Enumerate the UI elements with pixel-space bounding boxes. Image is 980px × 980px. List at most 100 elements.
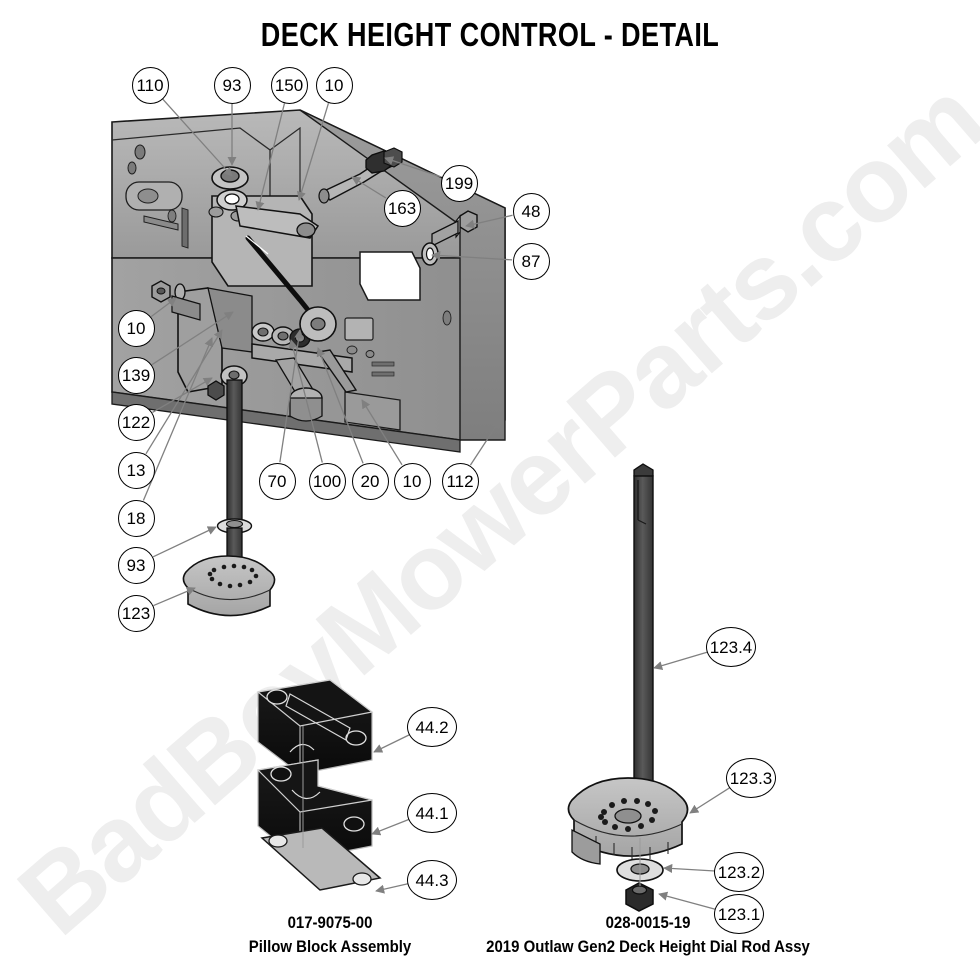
callout-13[interactable]: 13 <box>117 451 155 489</box>
callout-10[interactable]: 10 <box>315 66 353 104</box>
callout-87[interactable]: 87 <box>512 242 550 280</box>
dial-plate-tail <box>571 828 601 865</box>
callout-44-3[interactable]: 44.3 <box>407 860 457 900</box>
callout-44-1[interactable]: 44.1 <box>407 793 457 833</box>
washer-upper-bore <box>224 193 240 205</box>
part-number-pillow-block: 017-9075-00 <box>287 913 373 932</box>
dial-plate-detent-holes <box>207 563 259 589</box>
part-name-dial-rod: 2019 Outlaw Gen2 Deck Height Dial Rod As… <box>486 937 810 956</box>
main-dial-rod-group <box>182 365 276 617</box>
dial-rod-top-bore <box>228 370 240 380</box>
main-chassis-assembly <box>111 109 506 617</box>
bracket-hole <box>208 206 224 218</box>
leader-line-10 <box>150 297 177 318</box>
bolt-head <box>459 210 478 233</box>
dial-nut-bore <box>631 885 648 895</box>
dial-plate-detail-center-bore <box>614 808 642 824</box>
pillow-block-lower-notch <box>291 789 321 800</box>
chassis-hole <box>442 310 452 326</box>
pillow-block-upper-groove <box>285 693 351 741</box>
chassis-hole <box>134 144 146 160</box>
chassis-slot <box>371 371 395 377</box>
bolt-shank <box>431 219 459 248</box>
callout-139[interactable]: 139 <box>117 356 155 394</box>
callout-112[interactable]: 112 <box>441 462 479 500</box>
leader-line-70 <box>279 329 304 463</box>
caption-dial-rod: 028-0015-19 2019 Outlaw Gen2 Deck Height … <box>428 913 868 957</box>
chassis-slot <box>371 361 395 367</box>
dial-rod-assembly <box>567 463 689 912</box>
pillow-block-upper-bore-left <box>266 689 288 705</box>
pillow-block-upper-top <box>256 679 374 727</box>
leader-line-20 <box>316 347 364 464</box>
dial-plate-edge <box>187 587 271 601</box>
diagonal-brace <box>316 349 358 393</box>
pedestal-cylinder <box>289 397 323 422</box>
chassis-pad-hole <box>137 188 159 204</box>
pillow-block-assembly <box>256 679 382 891</box>
leader-line-150 <box>255 103 286 211</box>
part-name-pillow-block: Pillow Block Assembly <box>248 937 412 956</box>
leader-line-10 <box>361 399 403 466</box>
callout-163[interactable]: 163 <box>383 189 421 227</box>
pillow-block-lower-bore-right <box>343 816 365 832</box>
callout-20[interactable]: 20 <box>351 462 389 500</box>
callout-93[interactable]: 93 <box>117 546 155 584</box>
leader-line-18 <box>142 337 214 501</box>
leader-line-123 <box>153 587 196 607</box>
callout-122[interactable]: 122 <box>117 403 155 441</box>
left-tab-plate <box>171 295 201 321</box>
page-title: DECK HEIGHT CONTROL - DETAIL <box>260 16 720 53</box>
dial-rod-detail-flat-end <box>637 519 647 525</box>
shim-bore-right <box>352 872 372 886</box>
leader-line-123-2 <box>663 863 716 874</box>
callout-123-4[interactable]: 123.4 <box>706 627 756 667</box>
leader-line-93 <box>152 526 217 558</box>
part-number-dial-rod: 028-0015-19 <box>605 913 691 932</box>
leader-line-87 <box>431 250 513 261</box>
dial-rod-shaft <box>226 379 243 527</box>
callout-199[interactable]: 199 <box>440 164 478 202</box>
callout-48[interactable]: 48 <box>512 192 550 230</box>
callout-123-3[interactable]: 123.3 <box>726 758 776 798</box>
callout-123-2[interactable]: 123.2 <box>714 852 764 892</box>
callout-110[interactable]: 110 <box>131 66 169 104</box>
callout-150[interactable]: 150 <box>270 66 308 104</box>
dial-plate-detail-edge <box>573 819 683 837</box>
callout-123-1[interactable]: 123.1 <box>714 894 764 934</box>
callout-44-2[interactable]: 44.2 <box>407 707 457 747</box>
fitting-199-collar <box>383 147 403 168</box>
leader-line-139 <box>151 311 234 366</box>
callout-123[interactable]: 123 <box>117 594 155 632</box>
pillow-block-upper-notch <box>289 743 315 753</box>
pillow-block-lower-bore-left <box>270 766 292 782</box>
leader-line-199 <box>384 156 442 178</box>
callout-70[interactable]: 70 <box>258 462 296 500</box>
bearing-collar-bore <box>220 169 240 183</box>
shim-bore-left <box>268 834 288 848</box>
callout-100[interactable]: 100 <box>308 462 346 500</box>
leader-line-48 <box>465 214 513 229</box>
tube-end-bore <box>318 188 330 204</box>
chassis-hole <box>346 345 358 355</box>
callout-10[interactable]: 10 <box>393 462 431 500</box>
callout-93[interactable]: 93 <box>213 66 251 104</box>
leader-line-112 <box>469 419 501 466</box>
leader-line-13 <box>145 329 223 455</box>
callout-18[interactable]: 18 <box>117 499 155 537</box>
dial-rod-detail-shaft <box>633 475 654 795</box>
callout-10[interactable]: 10 <box>117 309 155 347</box>
chassis-square-hole <box>344 317 374 341</box>
leader-line-100 <box>288 339 323 463</box>
leader-line-44-3 <box>375 883 409 894</box>
leader-line-44-1 <box>371 818 410 836</box>
leader-line-44-2 <box>373 733 411 753</box>
dial-rod-washer-bore <box>225 519 244 529</box>
leader-lines <box>142 98 731 911</box>
pillow-block-shim <box>260 827 382 891</box>
chassis-hole <box>127 161 137 175</box>
chassis-tab <box>344 391 401 431</box>
